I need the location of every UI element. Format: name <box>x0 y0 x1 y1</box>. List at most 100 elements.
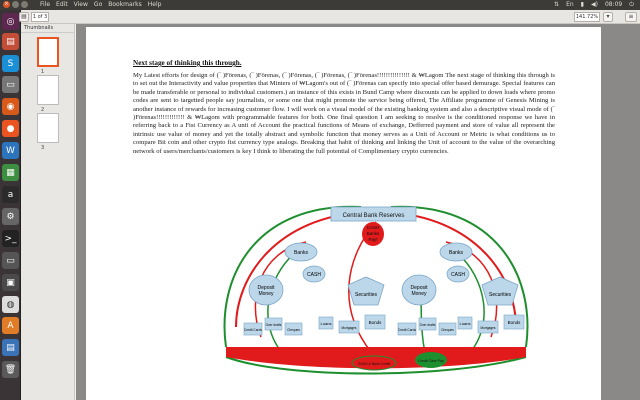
launcher: ◎ ▤ S ▭ ◉ ● W ▦ a ⚙ >_ ▭ ▣ ◍ A ▤ 🗑 <box>0 10 21 400</box>
dash-icon[interactable]: ◎ <box>2 13 19 30</box>
trash-icon[interactable]: 🗑 <box>2 361 19 378</box>
document-viewer-icon[interactable]: ▤ <box>2 33 19 50</box>
menu-bookmarks[interactable]: Bookmarks <box>108 1 142 8</box>
deposit-money-right-shape <box>401 274 437 306</box>
firefox-icon[interactable]: ◉ <box>2 98 19 115</box>
maximize-window-button[interactable] <box>21 1 28 8</box>
over-drafts-right-box <box>418 317 437 331</box>
menu-bar: File Edit View Go Bookmarks Help <box>40 0 161 10</box>
window-controls: × <box>3 1 28 8</box>
over-drafts-left-label: Over drafts <box>266 323 282 327</box>
bonds-left-box <box>364 314 386 330</box>
cash-banks-pay-circle <box>362 222 384 246</box>
thumbnail-label: 3 <box>41 145 45 151</box>
loans-left-label: Loans <box>321 321 332 326</box>
banking-diagram: Central Bank Reserves CASH Banks Pay! Ba… <box>223 205 529 375</box>
cash-right-shape <box>446 265 470 283</box>
cash-bank-credit-ellipse <box>351 355 397 371</box>
menu-view[interactable]: View <box>73 1 88 8</box>
cash-right-label: CASH <box>451 272 465 278</box>
top-panel: × File Edit View Go Bookmarks Help ⇅ En … <box>0 0 640 10</box>
document-page: Next stage of thinking this through. My … <box>86 27 601 400</box>
zoom-dropdown-icon[interactable]: ▾ <box>603 12 613 22</box>
sidebar-title: Thumbnails <box>24 25 54 31</box>
cash-banks-pay-line3: Pay! <box>368 237 377 242</box>
credit-cards-left-label: Credit Cards <box>244 328 262 332</box>
sidebar-toggle-button[interactable]: ▤ <box>19 12 29 22</box>
keyboard-icon[interactable]: En <box>566 1 574 8</box>
ubuntu-software-icon[interactable]: ● <box>2 120 19 137</box>
page-heading: Next stage of thinking this through. <box>133 59 242 67</box>
close-window-button[interactable]: × <box>3 1 10 8</box>
securities-right-label: Securities <box>489 292 511 298</box>
loans-right-box <box>457 316 473 330</box>
volume-icon[interactable]: ◀) <box>590 1 598 8</box>
document-view[interactable]: Next stage of thinking this through. My … <box>76 24 640 400</box>
chrome-icon[interactable]: ◍ <box>2 296 19 313</box>
amazon-icon[interactable]: a <box>2 186 19 203</box>
banks-right-label: Banks <box>449 250 463 256</box>
zoom-field[interactable]: 141.72% <box>574 12 600 22</box>
loans-right-label: Loans <box>460 321 471 326</box>
central-bank-label: Central Bank Reserves <box>343 213 405 219</box>
credit-cards-left-box <box>243 322 263 336</box>
thumbnail-page-3[interactable] <box>37 113 59 143</box>
menu-help[interactable]: Help <box>147 1 162 8</box>
credit-cards-right-box <box>397 322 417 336</box>
deposit-money-left-line1: Deposit <box>258 285 276 291</box>
securities-right-shape <box>481 276 519 306</box>
cheques-left-label: Cheques <box>287 328 300 332</box>
power-icon[interactable]: ⏻ <box>629 1 634 8</box>
securities-left-shape <box>347 276 385 306</box>
cash-bank-credit-label: CASH & Bank Credit <box>358 362 390 366</box>
body-paragraph: My Latest efforts for design of (‾ )Före… <box>133 72 555 155</box>
bonds-left-label: Bonds <box>369 320 383 325</box>
central-bank-box <box>330 206 417 222</box>
writer-icon[interactable]: W <box>2 142 19 159</box>
cheques-right-box <box>438 322 457 336</box>
minimize-window-button[interactable] <box>12 1 19 8</box>
files-icon[interactable]: ▭ <box>2 76 19 93</box>
loans-left-box <box>318 316 334 330</box>
skype-icon[interactable]: S <box>2 55 19 72</box>
app-icon-12[interactable]: ▣ <box>2 274 19 291</box>
thumbnail-page-1[interactable] <box>37 37 59 67</box>
deposit-money-right-line2: Money <box>411 291 427 297</box>
system-tray: ⇅ En ▮ ◀) 08:09 ⏻ <box>554 0 634 10</box>
clock[interactable]: 08:09 <box>604 1 623 8</box>
cash-banks-pay-line2: Banks <box>367 231 380 236</box>
settings-icon[interactable]: ⚙ <box>2 208 19 225</box>
deposit-money-left-line2: Money <box>258 291 274 297</box>
thumbnail-page-2[interactable] <box>37 75 59 105</box>
mortgages-right-box <box>477 320 499 334</box>
hamburger-menu-icon[interactable]: ≡ <box>625 12 637 22</box>
page-number-field[interactable]: 1 of 3 <box>31 12 49 22</box>
cash-banks-pay-line1: CASH <box>367 225 380 230</box>
monitor-icon[interactable]: ▭ <box>2 252 19 269</box>
calc-icon[interactable]: ▦ <box>2 164 19 181</box>
credit-clear-pay-ellipse <box>415 352 447 368</box>
menu-edit[interactable]: Edit <box>56 1 68 8</box>
banks-left-label: Banks <box>294 250 308 256</box>
cash-left-label: CASH <box>307 272 321 278</box>
cheques-left-box <box>284 322 303 336</box>
bonds-right-box <box>503 314 525 330</box>
menu-go[interactable]: Go <box>93 1 103 8</box>
securities-left-label: Securities <box>355 292 377 298</box>
credit-cards-right-label: Credit Cards <box>398 328 416 332</box>
menu-file[interactable]: File <box>40 1 51 8</box>
network-icon[interactable]: ⇅ <box>554 1 560 8</box>
battery-icon[interactable]: ▮ <box>580 1 584 8</box>
text-editor-icon[interactable]: A <box>2 317 19 334</box>
viewer-toolbar: ▤ 1 of 3 141.72% ▾ ≡ <box>19 10 640 24</box>
over-drafts-left-box <box>264 317 283 331</box>
banks-right-shape <box>439 242 473 262</box>
deposit-money-right-line1: Deposit <box>411 285 429 291</box>
over-drafts-right-label: Over drafts <box>420 323 436 327</box>
credit-clear-pay-label: Credit Clear Pay <box>418 359 444 363</box>
thumbnail-label: 1 <box>41 69 45 75</box>
app-icon-16[interactable]: ▤ <box>2 339 19 356</box>
sidebar-header[interactable]: Thumbnails <box>21 24 75 33</box>
mortgages-right-label: Mortgages <box>480 326 495 330</box>
terminal-icon[interactable]: >_ <box>2 230 19 247</box>
